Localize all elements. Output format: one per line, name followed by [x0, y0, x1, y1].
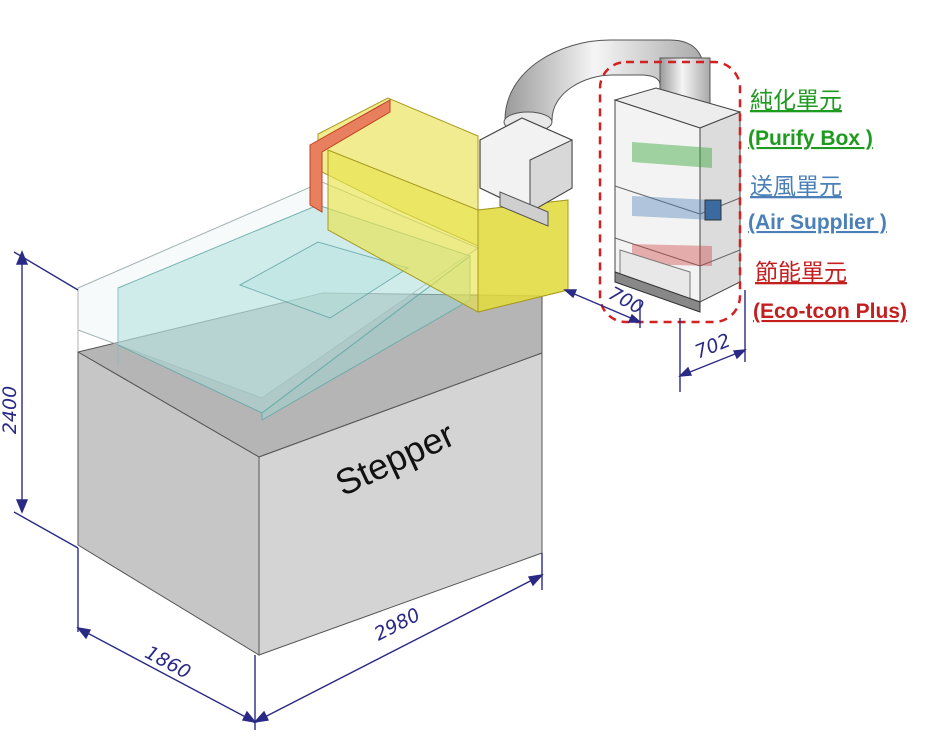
- purify-en-label: (Purify Box ): [748, 127, 873, 150]
- stepper-block: [76, 292, 543, 656]
- ceiling-fan-unit: [479, 39, 706, 227]
- eco-en-label: (Eco-tcon Plus): [753, 300, 907, 323]
- dimension-height-label: 2400: [0, 386, 21, 434]
- annotation-air: 送風單元 (Air Supplier ): [748, 174, 887, 234]
- air-en-label: (Air Supplier ): [748, 211, 887, 234]
- purify-zh-label: 純化單元: [750, 88, 842, 114]
- dimension-depth-label: 1860: [141, 642, 194, 684]
- purifier-tower: [613, 57, 742, 313]
- air-zh-label: 送風單元: [750, 174, 842, 200]
- dimension-unit-width-label: 702: [692, 329, 734, 363]
- dimension-lines: [13, 250, 747, 730]
- purifier-highlight-box: [598, 60, 742, 324]
- eco-zh-label: 節能單元: [755, 260, 847, 286]
- annotation-purify: 純化單元 (Purify Box ): [748, 88, 873, 150]
- annotation-eco: 節能單元 (Eco-tcon Plus): [753, 260, 907, 323]
